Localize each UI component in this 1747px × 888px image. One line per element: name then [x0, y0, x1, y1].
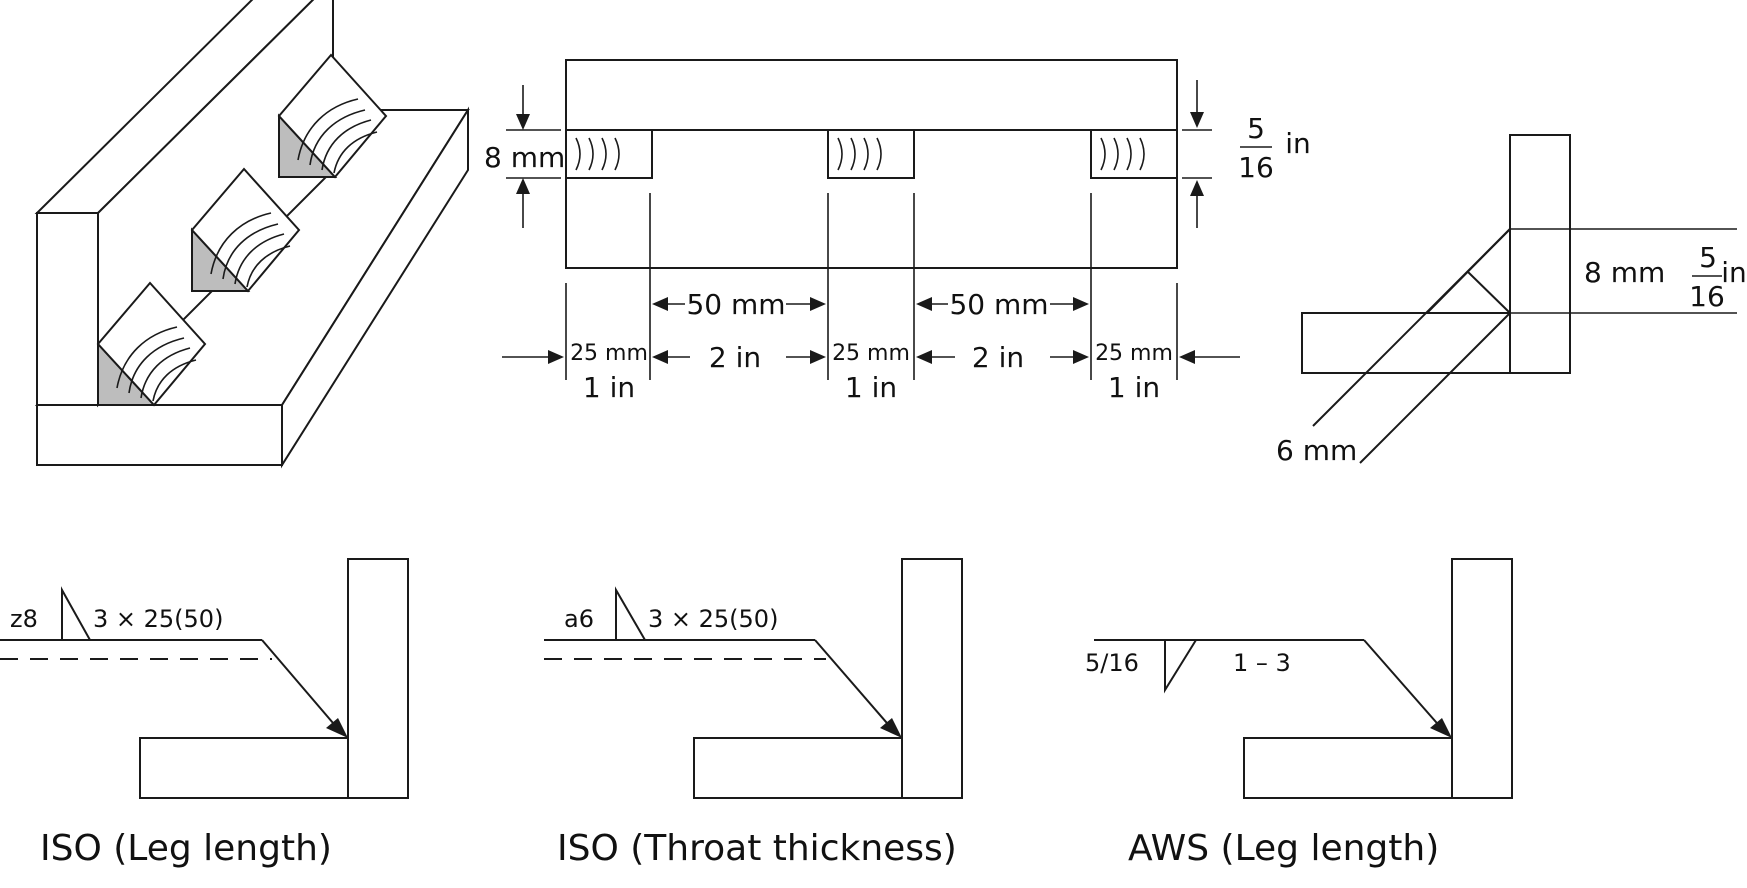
isometric-weld-2: [190, 167, 301, 293]
plan-weld-2: [827, 129, 915, 179]
fillet-weld-symbol: [61, 586, 91, 641]
seg-in-1: 1 in: [583, 371, 635, 404]
seg-in-2: 1 in: [845, 371, 897, 404]
symbol-1-spec: 3 × 25(50): [93, 605, 223, 633]
section-leg-in-num: 5: [1699, 241, 1717, 274]
symbol-2-prefix: a6: [564, 605, 594, 633]
symbol-iso-leg: [0, 558, 409, 799]
plan-height-mm: 8 mm: [484, 141, 565, 174]
isometric-weld-1: [96, 281, 207, 407]
arrow-line: [814, 639, 894, 731]
base-plate-front: [36, 404, 283, 466]
section-throat-line: [1466, 270, 1511, 314]
section-vertical-plate: [1509, 134, 1571, 374]
seg-mm-2: 25 mm: [832, 341, 910, 366]
isometric-weld-3: [277, 53, 388, 179]
seg-in-3: 1 in: [1108, 371, 1160, 404]
gap-mm-2: 50 mm: [949, 288, 1048, 321]
plan-weld-1: [565, 129, 653, 179]
fillet-weld-symbol: [1164, 639, 1197, 694]
gap-mm-1: 50 mm: [686, 288, 785, 321]
symbol-1-prefix: z8: [10, 605, 38, 633]
symbol-2-spec: 3 × 25(50): [648, 605, 778, 633]
arrow-line: [1363, 639, 1444, 731]
caption-aws-leg: AWS (Leg length): [1128, 828, 1439, 869]
plan-view: [502, 59, 1240, 380]
isometric-view: [34, 0, 470, 469]
plan-weld-3: [1090, 129, 1178, 179]
caption-iso-throat: ISO (Throat thickness): [557, 828, 957, 869]
gap-in-2: 2 in: [972, 341, 1024, 374]
seg-mm-3: 25 mm: [1095, 341, 1173, 366]
symbol-3-spec: 1 – 3: [1233, 649, 1291, 677]
seg-mm-1: 25 mm: [570, 341, 648, 366]
vertical-plate-front: [36, 212, 99, 406]
symbol-iso-throat: [544, 558, 963, 799]
gap-in-1: 2 in: [709, 341, 761, 374]
plan-height-in-num: 5: [1247, 112, 1265, 145]
symbol-aws-leg: [1094, 558, 1513, 799]
fillet-weld-symbol: [615, 586, 646, 641]
section-throat-mm: 6 mm: [1276, 434, 1357, 467]
section-base-plate: [1301, 312, 1511, 374]
section-leg-in-unit: in: [1721, 256, 1747, 289]
section-leg-mm: 8 mm: [1584, 256, 1665, 289]
arrow-line: [261, 639, 340, 731]
cross-section-view: [1301, 134, 1737, 464]
caption-iso-leg: ISO (Leg length): [40, 828, 332, 869]
plan-height-in-unit: in: [1285, 127, 1311, 160]
symbol-3-prefix: 5/16: [1085, 649, 1139, 677]
section-leg-in-den: 16: [1689, 280, 1725, 313]
plan-height-in-den: 16: [1238, 151, 1274, 184]
